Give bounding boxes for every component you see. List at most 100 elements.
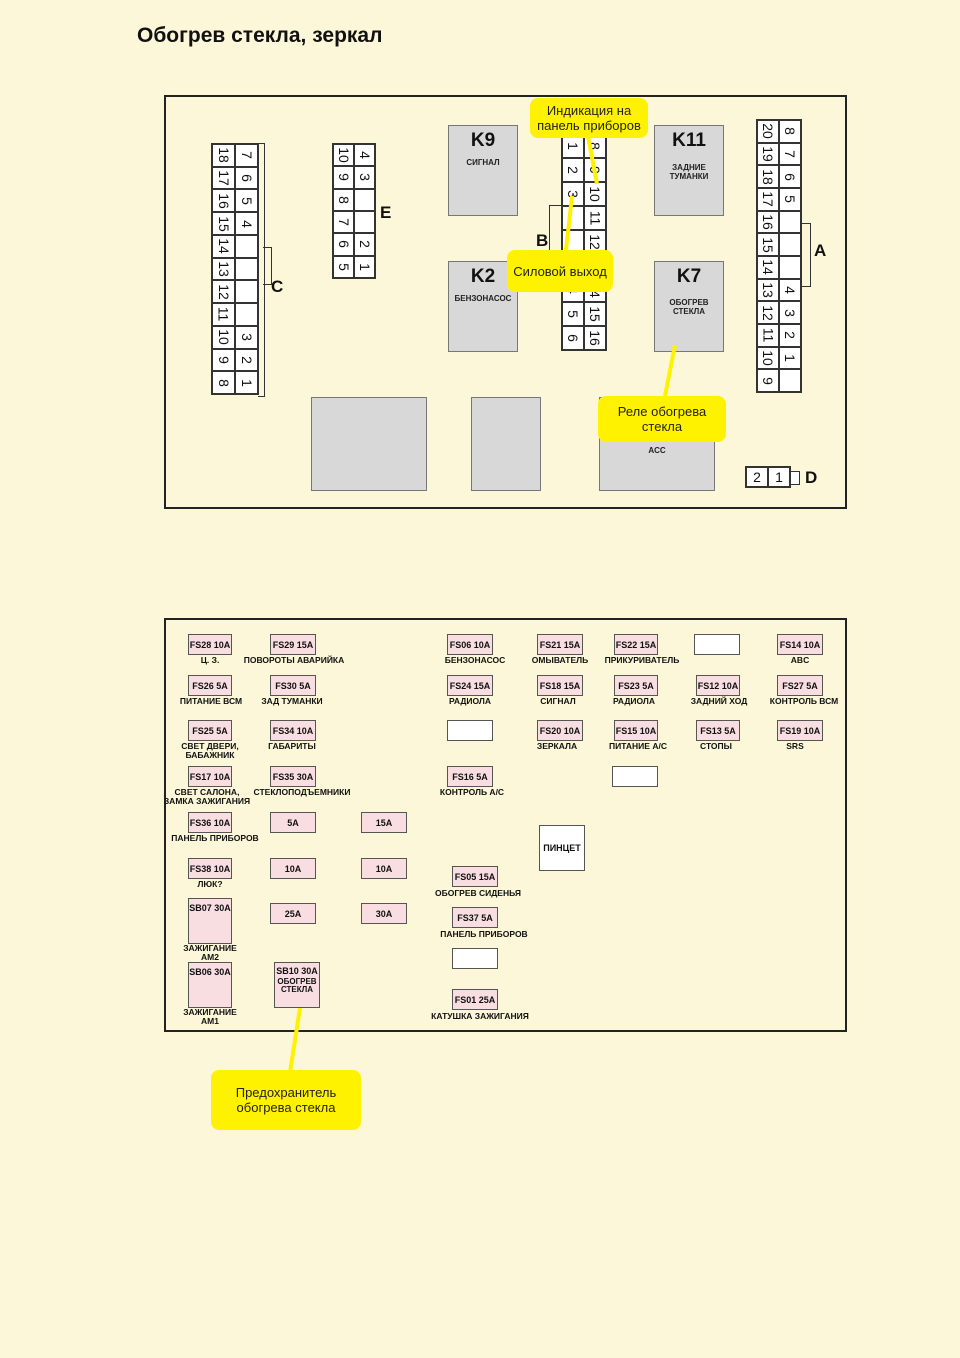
fuse-label: ABC: [791, 656, 809, 665]
connector-a-pin: 20: [757, 120, 779, 143]
connector-c-pin: 3: [235, 325, 258, 349]
fuse-rating: FS14 10A: [779, 639, 821, 650]
fuse-rating: FS22 15A: [615, 639, 657, 650]
connector-b-pin: 6: [562, 326, 584, 350]
relay-block-1: [311, 397, 427, 491]
empty-fuse-slot: [612, 766, 658, 787]
fuse-label-line1: РАДИОЛА: [612, 696, 656, 706]
fuse-label: СТОПЫ: [700, 742, 732, 751]
page-title: Обогрев стекла, зеркал: [137, 24, 383, 47]
pin-number: 7: [335, 218, 352, 227]
fuse-label-line1: SRS: [786, 741, 804, 751]
fuse-label-line1: ПОВОРОТЫ АВАРИЙКА: [243, 655, 345, 665]
fuse: FS01 25A: [452, 989, 498, 1010]
fuse-label: РАДИОЛА: [449, 697, 491, 706]
connector-c-pin: [235, 280, 258, 304]
fuse-label-line1: ОБОГРЕВ СИДЕНЬЯ: [435, 888, 521, 898]
connector-a-pin: 13: [757, 278, 779, 302]
fuse: FS22 15A: [614, 634, 658, 655]
fuse-label-line1: ПРИКУРИВАТЕЛЬ: [604, 655, 680, 665]
connector-a-pin: 5: [779, 187, 801, 211]
pin-number: 16: [215, 193, 232, 209]
connector-d-tab: [791, 471, 800, 485]
fuse: 10A: [361, 858, 407, 879]
fuse-rating: SB10 30A: [276, 966, 318, 976]
fuse: FS14 10A: [777, 634, 823, 655]
fuse-rating: 10A: [284, 863, 302, 874]
connector-c-pin: 10: [212, 325, 235, 349]
pin-number: 18: [215, 147, 232, 164]
fuse-rating: FS18 15A: [539, 680, 581, 691]
fuse-label-line1: СВЕТ САЛОНА,: [174, 787, 240, 797]
fuse-rating: 10A: [375, 863, 393, 874]
fuse-rating: 5A: [287, 817, 299, 828]
fuse: FS17 10A: [188, 766, 232, 787]
fuse-label: ЗАДНИЙ ХОД: [691, 697, 748, 706]
connector-a-tab: [802, 223, 811, 287]
relay-k11: K11 ЗАДНИЕ ТУМАНКИ: [654, 125, 724, 216]
relay-k2: K2 БЕНЗОНАСОС: [448, 261, 518, 352]
pin-number: 11: [759, 328, 776, 343]
fuse-label: ПРИКУРИВАТЕЛЬ: [605, 656, 680, 665]
connector-a-pin: [779, 255, 801, 279]
connector-d-label: D: [805, 468, 818, 487]
connector-a-pin: 7: [779, 142, 801, 166]
empty-fuse-slot: [447, 720, 493, 741]
fuse: FS13 5A: [696, 720, 740, 741]
fuse: FS12 10A: [696, 675, 740, 696]
connector-c-label: C: [271, 277, 284, 296]
pin-number: 10: [759, 350, 776, 366]
fuse-label: ПАНЕЛЬ ПРИБОРОВ: [440, 930, 527, 939]
connector-e-pin: 7: [333, 211, 354, 234]
connector-b-label: B: [536, 231, 549, 250]
pin-number: 2: [356, 240, 373, 249]
fuse-label: ГАБАРИТЫ: [268, 742, 316, 751]
pin-number: 3: [781, 308, 798, 317]
fuse-label-line1: ABC: [790, 655, 810, 665]
pin-number: 12: [759, 304, 776, 321]
fuse-label-line1: СИГНАЛ: [540, 696, 576, 706]
fuse: FS37 5A: [452, 907, 498, 928]
fuse-rating: FS34 10A: [272, 725, 314, 736]
connector-b-pin: 10: [584, 182, 606, 206]
pin-number: 5: [335, 262, 352, 271]
fuse-rating: 30A: [375, 908, 393, 919]
fuse-rating: FS23 5A: [618, 680, 654, 691]
fuse-rating: FS06 10A: [449, 639, 491, 650]
connector-a-pin: 16: [757, 210, 779, 234]
pin-number: 7: [781, 150, 798, 158]
connector-b-pin: [562, 206, 584, 230]
callout-fuse-rear-glass: Предохранитель обогрева стекла: [211, 1070, 361, 1130]
fuse: FS20 10A: [537, 720, 583, 741]
fuse-label-line2: AM2: [201, 952, 219, 962]
pin-number: 10: [215, 329, 232, 345]
pin-number: 1: [781, 354, 798, 362]
pin-number: 5: [781, 195, 798, 204]
connector-e-pin: 1: [354, 255, 375, 278]
fuse-label: РАДИОЛА: [613, 697, 655, 706]
fuse-label-line1: СТОПЫ: [700, 741, 732, 751]
connector-c-pin: 12: [212, 280, 235, 304]
connector-a-pin: 3: [779, 301, 801, 324]
fuse-label-line1: КАТУШКА ЗАЖИГАНИЯ: [431, 1011, 529, 1021]
connector-c-pin: [235, 234, 258, 258]
tweezers-label: ПИНЦЕТ: [543, 843, 581, 853]
callout-power-out: Силовой выход: [507, 250, 613, 292]
fuse: FS28 10A: [188, 634, 232, 655]
pin-number: 3: [564, 190, 581, 198]
pin-number: 9: [586, 166, 603, 174]
fuse: FS16 5A: [447, 766, 493, 787]
fuse: FS29 15A: [270, 634, 316, 655]
fuse: 30A: [361, 903, 407, 924]
connector-b-pin: 2: [562, 158, 584, 182]
fuse-label: СВЕТ САЛОНА,ЗАМКА ЗАЖИГАНИЯ: [164, 788, 250, 806]
fuse-rating: FS38 10A: [189, 863, 231, 874]
connector-b: 1829310111213414515616: [561, 133, 607, 351]
pin-number: 19: [759, 146, 776, 162]
fuse: 25A: [270, 903, 316, 924]
fuse-label: ПИТАНИЕ А/С: [609, 742, 667, 751]
connector-a-pin: [779, 369, 801, 392]
relay-k7-desc1: ОБОГРЕВ: [669, 298, 709, 307]
pin-number: 20: [759, 123, 776, 140]
